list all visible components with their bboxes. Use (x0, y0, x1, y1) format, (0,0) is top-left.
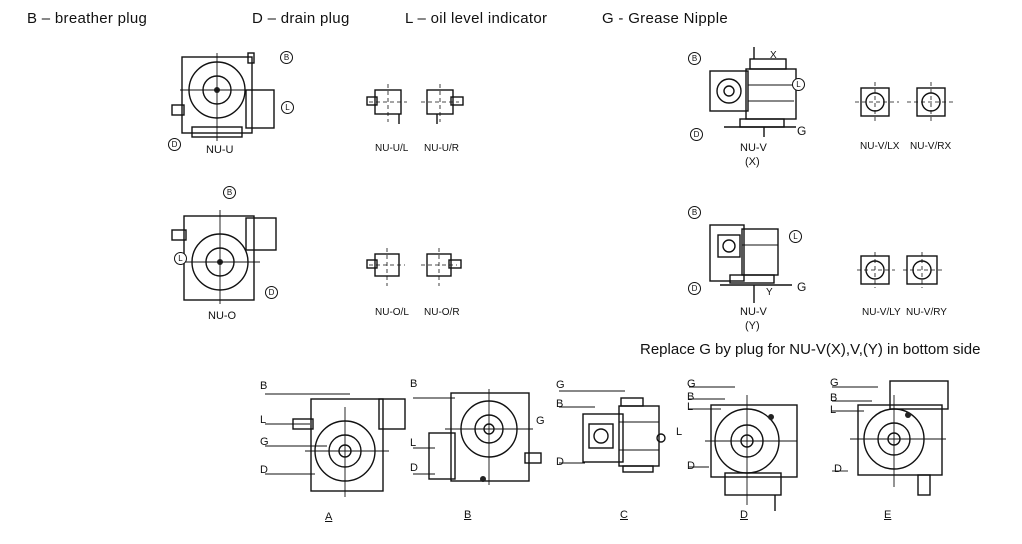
nu-v-x-drawing (709, 47, 797, 137)
marker-g-nu-v-y: G (797, 280, 807, 294)
mounting-e-drawing (832, 380, 949, 496)
mounting-b-caption: B (464, 509, 472, 521)
marker-l-nu-u: L (281, 101, 294, 114)
nu-o-drawing (171, 210, 277, 304)
mounting-a-drawing (265, 393, 406, 497)
nu-u-small-drawings (366, 84, 464, 124)
caption-nu-v-lx: NU-V/LX (860, 141, 900, 152)
b-label-b: B (410, 378, 418, 390)
nu-v-y-small-drawings (857, 252, 943, 288)
e-label-l: L (830, 404, 837, 416)
d-label-l: L (687, 401, 694, 413)
caption-nu-o: NU-O (208, 310, 237, 322)
nu-u-drawing (171, 52, 275, 141)
nu-v-x-small-drawings (855, 82, 953, 122)
legend-breather-plug: B – breather plug (27, 10, 148, 27)
legend-oil-level: L – oil level indicator (405, 10, 548, 27)
caption-x-paren: (X) (745, 156, 760, 168)
caption-y-paren: (Y) (745, 320, 760, 332)
legend-grease-nipple: G - Grease Nipple (602, 10, 728, 27)
mounting-d-caption: D (740, 509, 748, 521)
marker-d-nu-v-y: D (688, 282, 701, 295)
caption-nu-v-rx: NU-V/RX (910, 141, 952, 152)
nu-v-y-drawing (709, 224, 792, 303)
e-label-d: D (834, 463, 842, 475)
marker-d-nu-v-x: D (690, 128, 703, 141)
marker-b-nu-v-y: B (688, 206, 701, 219)
caption-nu-v-x: NU-V (740, 142, 767, 154)
e-label-b: B (830, 392, 838, 404)
replace-g-note: Replace G by plug for NU-V(X),V,(Y) in b… (640, 341, 981, 358)
marker-x: X (770, 50, 777, 61)
mounting-c-drawing (559, 390, 666, 473)
mounting-b-drawing (413, 389, 542, 485)
mounting-a-caption: A (325, 511, 333, 523)
caption-nu-u-l: NU-U/L (375, 143, 409, 154)
mounting-c-caption: C (620, 509, 628, 521)
caption-nu-o-l: NU-O/L (375, 307, 409, 318)
marker-g-nu-v-x: G (797, 124, 807, 138)
d-label-b: B (687, 391, 695, 403)
a-label-l: L (260, 414, 267, 426)
b-label-d: D (410, 462, 418, 474)
marker-d-nu-u: D (168, 138, 181, 151)
a-label-b: B (260, 380, 268, 392)
caption-nu-v-ry: NU-V/RY (906, 307, 947, 318)
marker-d-nu-o: D (265, 286, 278, 299)
b-label-g: G (536, 415, 545, 427)
c-label-l: L (676, 426, 683, 438)
mounting-d-drawing (689, 386, 798, 511)
caption-nu-o-r: NU-O/R (424, 307, 460, 318)
c-label-b: B (556, 398, 564, 410)
nu-o-small-drawings (366, 248, 462, 286)
caption-nu-v-y: NU-V (740, 306, 767, 318)
e-label-g: G (830, 377, 839, 389)
c-label-d: D (556, 456, 564, 468)
a-label-g: G (260, 436, 269, 448)
marker-l-nu-o: L (174, 252, 187, 265)
d-label-d: D (687, 460, 695, 472)
marker-b-nu-u: B (280, 51, 293, 64)
marker-b-nu-o: B (223, 186, 236, 199)
c-label-g: G (556, 379, 565, 391)
b-label-l: L (410, 437, 417, 449)
a-label-d: D (260, 464, 268, 476)
marker-y: Y (766, 287, 773, 298)
marker-b-nu-v-x: B (688, 52, 701, 65)
caption-nu-v-ly: NU-V/LY (862, 307, 901, 318)
caption-nu-u-r: NU-U/R (424, 143, 459, 154)
marker-l-nu-v-y: L (789, 230, 802, 243)
caption-nu-u: NU-U (206, 144, 234, 156)
mounting-e-caption: E (884, 509, 892, 521)
legend-drain-plug: D – drain plug (252, 10, 350, 27)
marker-l-nu-v-x: L (792, 78, 805, 91)
d-label-g: G (687, 378, 696, 390)
